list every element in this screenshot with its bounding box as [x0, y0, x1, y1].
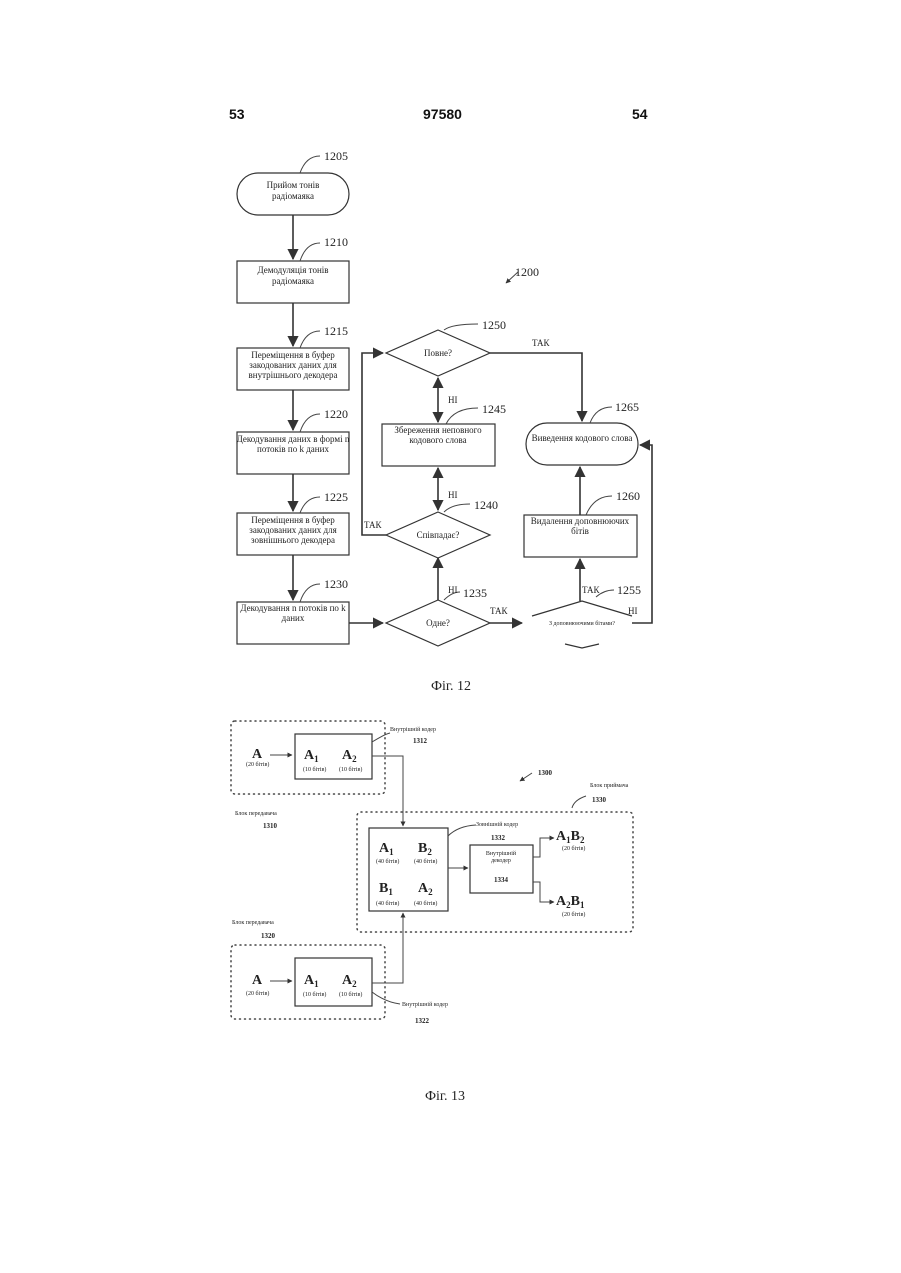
bits-label: (20 бітів) [562, 845, 585, 852]
bits-label: (10 бітів) [303, 766, 326, 773]
ref-1245: 1245 [482, 402, 506, 416]
bits-label: (40 бітів) [376, 858, 399, 865]
transmitter-block-1320: Блок передавача 1320 A (20 бітів) A1 (10… [231, 920, 448, 1025]
node-label: бітів [571, 526, 589, 536]
node-label: радіомаяка [272, 191, 314, 201]
bits-label: (20 бітів) [562, 911, 585, 918]
decoder-label: декодер [491, 858, 511, 864]
figure-12-caption: Фіг. 12 [431, 679, 471, 694]
ref-1215: 1215 [324, 324, 348, 338]
bits-label: (10 бітів) [339, 991, 362, 998]
node-label: Одне? [426, 618, 450, 628]
node-label: Декодування n потоків по k [240, 603, 346, 613]
node-label: З доповнюючими бітами? [549, 620, 615, 627]
node-label: внутрішнього декодера [249, 370, 338, 380]
bits-label: (40 бітів) [414, 900, 437, 907]
edge-label-no: НІ [628, 606, 638, 616]
receiver-block-1330: Блок приймача 1330 A1 (40 бітів) B2 (40 … [357, 782, 633, 932]
bits-label: (10 бітів) [339, 766, 362, 773]
ref-1210: 1210 [324, 235, 348, 249]
edge-label-no: НІ [448, 585, 458, 595]
block-ref: 1320 [261, 932, 276, 940]
ref-1225: 1225 [324, 490, 348, 504]
block-ref: 1330 [592, 796, 607, 804]
signal-a: A [252, 973, 263, 988]
node-label: Збереження неповного [394, 425, 482, 435]
coder-ref: 1322 [415, 1017, 430, 1025]
block-label: Блок передавача [232, 920, 274, 926]
figure-13: 1300 A (20 бітів) A1 (10 бітів) A2 (10 б… [231, 721, 633, 1104]
coder-label: Внутрішній кодер [390, 726, 436, 733]
edge-label-yes: ТАК [490, 606, 509, 616]
coder-ref: 1332 [491, 834, 506, 842]
figure-ref-1300: 1300 [538, 769, 553, 777]
output-a2b1: A2B1 [556, 894, 585, 910]
signal-a: A [252, 747, 263, 762]
node-label: Прийом тонів [267, 180, 320, 190]
coder-ref: 1312 [413, 737, 428, 745]
figure-13-caption: Фіг. 13 [425, 1089, 465, 1104]
node-label: потоків по k даних [257, 444, 329, 454]
bits-label: (40 бітів) [376, 900, 399, 907]
bits-label: (20 бітів) [246, 761, 269, 768]
ref-1205: 1205 [324, 149, 348, 163]
node-1260-remove-padding: Видалення доповнюючих бітів 1260 [524, 489, 640, 557]
node-label: кодового слова [409, 435, 466, 445]
output-a1b2: A1B2 [556, 829, 585, 845]
node-label: зовнішнього декодера [251, 535, 335, 545]
transmitter-block-1310: A (20 бітів) A1 (10 бітів) A2 (10 бітів)… [231, 721, 436, 830]
node-label: Повне? [424, 348, 452, 358]
node-1245-store-partial: Збереження неповного кодового слова 1245 [382, 402, 506, 466]
node-label: даних [282, 613, 305, 623]
coder-label: Внутрішній кодер [402, 1001, 448, 1008]
bits-label: (20 бітів) [246, 990, 269, 997]
node-1240-match-decision: Співпадає? 1240 [386, 498, 498, 558]
ref-1235: 1235 [463, 586, 487, 600]
ref-1230: 1230 [324, 577, 348, 591]
figure-12: 1200 Прийом тонів радіомаяка 1205 Демоду… [237, 149, 652, 694]
node-label: закодованих даних для [249, 360, 336, 370]
node-label: Співпадає? [417, 530, 460, 540]
ref-1255: 1255 [617, 583, 641, 597]
node-1205-receive-tones: Прийом тонів радіомаяка 1205 [237, 149, 349, 215]
node-label: радіомаяка [272, 276, 314, 286]
edge-label-yes: ТАК [532, 338, 551, 348]
ref-1260: 1260 [616, 489, 640, 503]
node-label: Виведення кодового слова [532, 433, 633, 443]
node-label: Видалення доповнюючих [531, 516, 630, 526]
node-1250-complete-decision: Повне? 1250 [386, 318, 506, 376]
node-label: Демодуляція тонів [257, 265, 328, 275]
block-label: Блок приймача [590, 782, 629, 789]
ref-1250: 1250 [482, 318, 506, 332]
ref-1220: 1220 [324, 407, 348, 421]
ref-1265: 1265 [615, 400, 639, 414]
edge-label-yes: ТАК [364, 520, 383, 530]
edge-label-no: НІ [448, 395, 458, 405]
node-label: Переміщення в буфер [251, 350, 335, 360]
decoder-label: Внутрішній [486, 850, 517, 857]
node-label: закодованих даних для [249, 525, 336, 535]
block-label: Блок передавача [235, 811, 277, 817]
node-label: Переміщення в буфер [251, 515, 335, 525]
bits-label: (40 бітів) [414, 858, 437, 865]
edge-label-no: НІ [448, 490, 458, 500]
node-label: Декодування даних в формі n [237, 434, 350, 444]
bits-label: (10 бітів) [303, 991, 326, 998]
decoder-ref: 1334 [494, 876, 509, 884]
ref-1240: 1240 [474, 498, 498, 512]
coder-label: Зовнішній кодер [476, 821, 518, 828]
edge-label-yes: ТАК [582, 585, 601, 595]
block-ref: 1310 [263, 822, 278, 830]
figure-ref-1200: 1200 [515, 265, 539, 279]
